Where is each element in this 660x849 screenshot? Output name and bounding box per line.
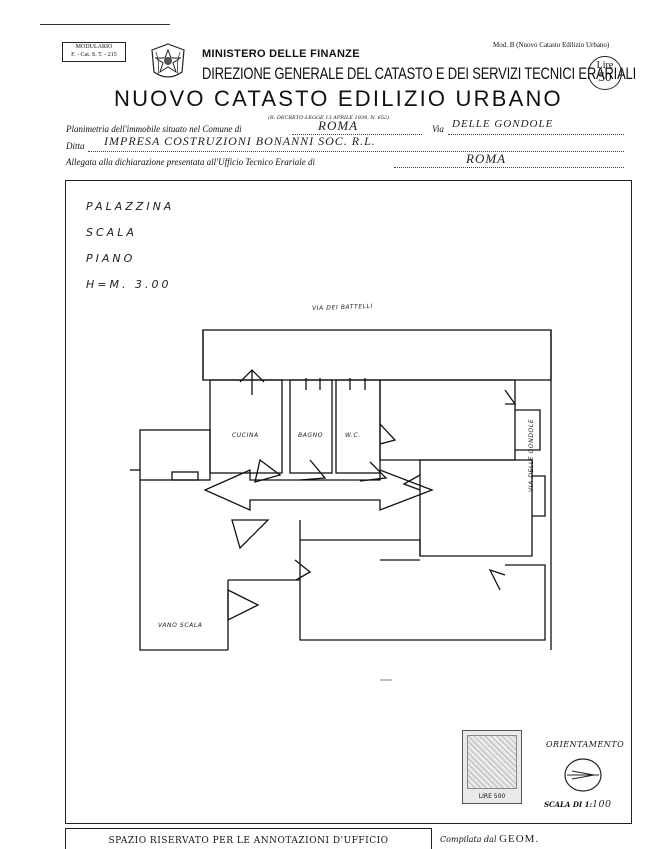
scala-value: 100 — [592, 798, 612, 810]
lire-label: Lire — [596, 60, 614, 71]
ditta-label: Ditta — [66, 141, 85, 151]
ufficio-value: ROMA — [466, 151, 507, 166]
modulario-box: MODULARIO F. - Cat. S. T. - 215 — [62, 42, 126, 62]
top-rule — [40, 24, 170, 25]
document-title: NUOVO CATASTO EDILIZIO URBANO — [114, 86, 563, 111]
compilata-value: GEOM. — [499, 833, 540, 845]
stamp-figure-icon — [467, 735, 517, 789]
lire-value: 50 — [598, 69, 612, 84]
compilata-row: Compilata dal GEOM. — [440, 833, 539, 845]
room-bagno-label: BAGNO — [298, 432, 324, 439]
via-label: Via — [432, 124, 444, 134]
scala-label: SCALA DI 1: — [544, 800, 593, 809]
modulario-line1: MODULARIO — [75, 44, 113, 50]
piano-note: PIANO — [86, 252, 136, 265]
spazio-label: SPAZIO RISERVATO PER LE ANNOTAZIONI D'UF… — [108, 836, 389, 846]
planimetria-label: Planimetria dell'immobile situato nel Co… — [66, 124, 242, 134]
vano-scala-label: VANO SCALA — [158, 622, 203, 629]
direzione-heading: DIREZIONE GENERALE DEL CATASTO E DEI SER… — [202, 64, 636, 83]
ditta-value: IMPRESA COSTRUZIONI BONANNI SOC. R.L. — [104, 134, 376, 148]
plan-frame — [65, 180, 632, 824]
compass-icon — [564, 758, 602, 792]
modulario-line2: F. - Cat. S. T. - 215 — [71, 52, 117, 58]
room-wc-label: W.C. — [345, 432, 361, 439]
stamp-text: LIRE 500 — [478, 793, 506, 800]
mod-b-label: Mod. B (Nuovo Catasto Edilizio Urbano) — [493, 41, 610, 49]
annotations-box: SPAZIO RISERVATO PER LE ANNOTAZIONI D'UF… — [65, 828, 432, 849]
compilata-label: Compilata dal — [440, 835, 497, 844]
allegata-label: Allegata alla dichiarazione presentata a… — [66, 157, 315, 167]
scala-note: SCALA — [86, 226, 137, 239]
ministero-heading: MINISTERO DELLE FINANZE — [202, 48, 360, 60]
decreto-line: (R. DECRETO-LEGGE 13 APRILE 1939, N. 652… — [268, 115, 390, 121]
via-value: DELLE GONDOLE — [452, 118, 554, 130]
palazzina-note: PALAZZINA — [86, 200, 175, 213]
lire-stamp: Lire 50 — [588, 56, 622, 90]
room-cucina-label: CUCINA — [232, 432, 259, 439]
scala-row: SCALA DI 1:100 — [544, 798, 612, 810]
street-right-label: VIA DELLE GONDOLE — [528, 418, 535, 492]
state-emblem-icon — [151, 43, 185, 78]
revenue-stamp: LIRE 500 — [462, 730, 522, 804]
comune-value: ROMA — [318, 118, 359, 133]
orientamento-label: ORIENTAMENTO — [546, 740, 625, 749]
altezza-note: H=M. 3.00 — [86, 278, 172, 291]
